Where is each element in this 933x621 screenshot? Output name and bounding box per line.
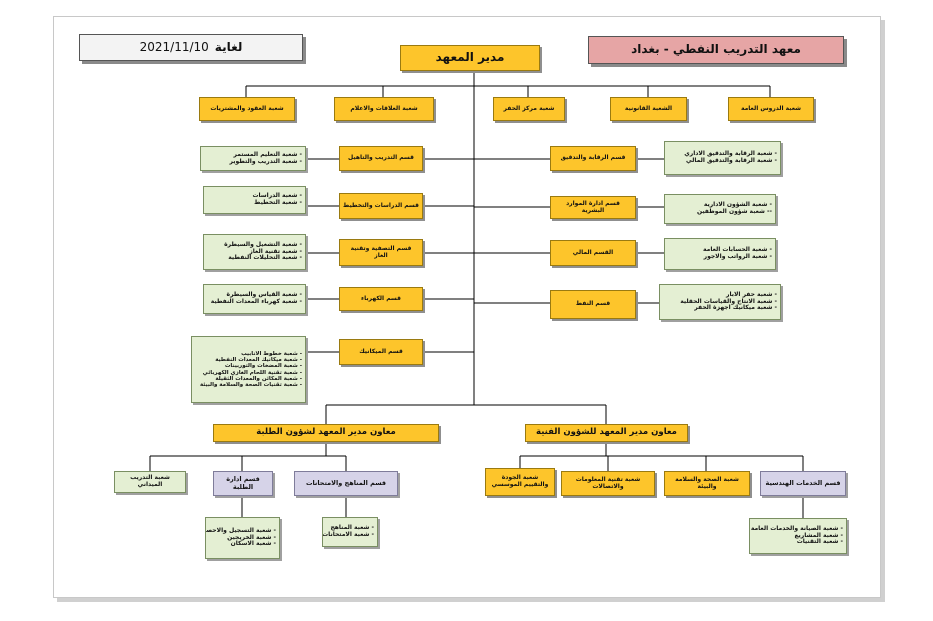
branch-item: - شعبة المشاريع [794,531,843,539]
dept-oil: قسم النفط [550,290,636,319]
date-value: 2021/11/10 [139,39,209,54]
unit-field-training: شعبة التدريب الميداني [114,471,186,493]
branch-item: - شعبة التشغيل والسيطرة [224,240,302,248]
deputy-students: معاون مدير المعهد لشؤون الطلبة [213,424,439,442]
dept-human-resources: قسم ادارة الموارد البشرية [550,196,636,219]
branch-item: - شعبة الشؤون الادارية [703,201,772,209]
unit-quality-evaluation: شعبة الجودة والتقييم الموسسي [485,468,555,496]
top-branch-contracts: شعبة العقود والمشتريات [199,97,295,121]
branch-item: - شعبة التخطيط [254,199,302,206]
branch-item: - شعبة حفر الابار [726,290,777,298]
branch-item: - شعبة التدريب والتطوير [229,157,303,165]
top-branch-legal: الشعبة القانونية [610,97,687,121]
student-admin-branches: - شعبة التسجيل والاحصاء- شعبة الخريجين- … [205,517,280,559]
date-prefix: لغاية [214,39,243,54]
institute-title: معهد التدريب النفطي - بغداد [588,36,844,64]
top-branch-relations-media: شعبة العلاقات والاعلام [334,97,434,121]
branch-item: - شعبة التحليلات النفطية [228,254,302,262]
branch-item: - شعبة خطوط الانابيب [241,350,302,357]
dept-electricity: قسم الكهرباء [339,287,423,311]
dept-audit: قسم الرقابة والتدقيق [550,146,636,171]
unit-engineering-services: قسم الخدمات الهندسية [760,471,846,496]
dept-refining-gas-branches: - شعبة التشغيل والسيطرة- شعبة تقنية الغا… [203,234,306,270]
dept-mechanics: قسم الميكانيك [339,339,423,365]
dept-audit-branches: - شعبة الرقابة والتدقيق الاداري- شعبة ال… [664,141,781,175]
top-branch-drilling-center: شعبة مركز الحفر [493,97,565,121]
branch-item: - شعبة تقنية اللحام الغازي الكهربائي [202,369,302,376]
dept-electricity-branches: - شعبة القياس والسيطرة- شعبة كهرباء المع… [203,284,306,314]
branch-item: - شعبة التسجيل والاحصاء [205,526,276,534]
branch-item: - شعبة ميكانيك المعدات النفطية [215,356,302,363]
unit-curricula-exams: قسم المناهج والامتحانات [294,471,398,496]
top-branch-general-lessons: شعبة الدروس العامة [728,97,814,121]
dept-mechanics-branches: - شعبة خطوط الانابيب- شعبة ميكانيك المعد… [191,336,306,403]
branch-item: - شعبة الخريجين [227,533,276,541]
dept-finance: القسم المالي [550,240,636,266]
dept-training: قسم التدريب والتاهيل [339,146,423,171]
branch-item: - شعبة المضخات والتوربينات [224,363,302,370]
curricula-exams-branches: - شعبة المناهج- شعبة الامتحانات [322,517,378,547]
date-box: 2021/11/10 لغاية [79,34,303,61]
dept-finance-branches: - شعبة الحسابات العامة- شعبة الرواتب وال… [664,238,776,270]
branch-item: - شعبة القياس والسيطرة [226,291,302,299]
branch-item: - شعبة الامتحانات [322,531,374,538]
dept-training-branches: - شعبة التعليم المستمر- شعبة التدريب وال… [200,146,306,171]
engineering-services-branches: - شعبة الصيانة والخدمات العامة- شعبة الم… [749,518,847,554]
dept-oil-branches: - شعبة حفر الابار- شعبة الانتاج والقياسا… [659,284,781,320]
branch-item: - شعبة الرقابة والتدقيق الاداري [684,150,777,158]
branch-item: - شعبة التقنيات [796,538,843,546]
unit-it-communications: شعبة تقنية المعلومات والاتصالات [561,471,655,496]
branch-item: - شعبة المناهج [330,524,374,532]
branch-item: - شعبة ميكانيك اجهزة الحفر [694,304,777,312]
dept-studies-branches: - شعبة الدراسات- شعبة التخطيط [203,186,306,214]
branch-item: - شعبة الحسابات العامة [703,246,772,254]
branch-item: - شعبة تقنية الغاز [249,247,302,255]
unit-student-admin: قسم ادارة الطلبة [213,471,273,496]
branch-item: - شعبة الصيانة والخدمات العامة [750,524,843,532]
branch-item: - شعبة تقنيات الصحة والسلامة والبيئة [199,382,302,389]
branch-item: - شعبة الاسكان [230,540,276,548]
dept-refining-gas: قسم التصفية وتقنية الغاز [339,239,423,266]
branch-item: - شعبة المكائن والمعدات الثقيلة [215,375,302,382]
director-box: مدير المعهد [400,45,540,71]
branch-item: - شعبة الدراسات [252,192,302,200]
dept-studies: قسم الدراسات والتخطيط [339,193,423,219]
branch-item: - شعبة كهرباء المعدات النفطية [210,298,302,305]
branch-item: - شعبة التعليم المستمر [233,150,302,158]
branch-item: - شعبة الرقابة والتدقيق المالي [686,157,777,164]
deputy-technical: معاون مدير المعهد للشؤون الفنية [525,424,688,442]
branch-item: - شعبة الرواتب والاجور [703,253,772,260]
unit-health-safety: شعبة الصحة والسلامة والبيئة [664,471,750,496]
dept-human-resources-branches: - شعبة الشؤون الادارية-- شعبة شؤون الموظ… [664,194,776,224]
branch-item: -- شعبة شؤون الموظفين [696,208,772,215]
branch-item: - شعبة الانتاج والقياسات الحقلية [680,297,777,305]
